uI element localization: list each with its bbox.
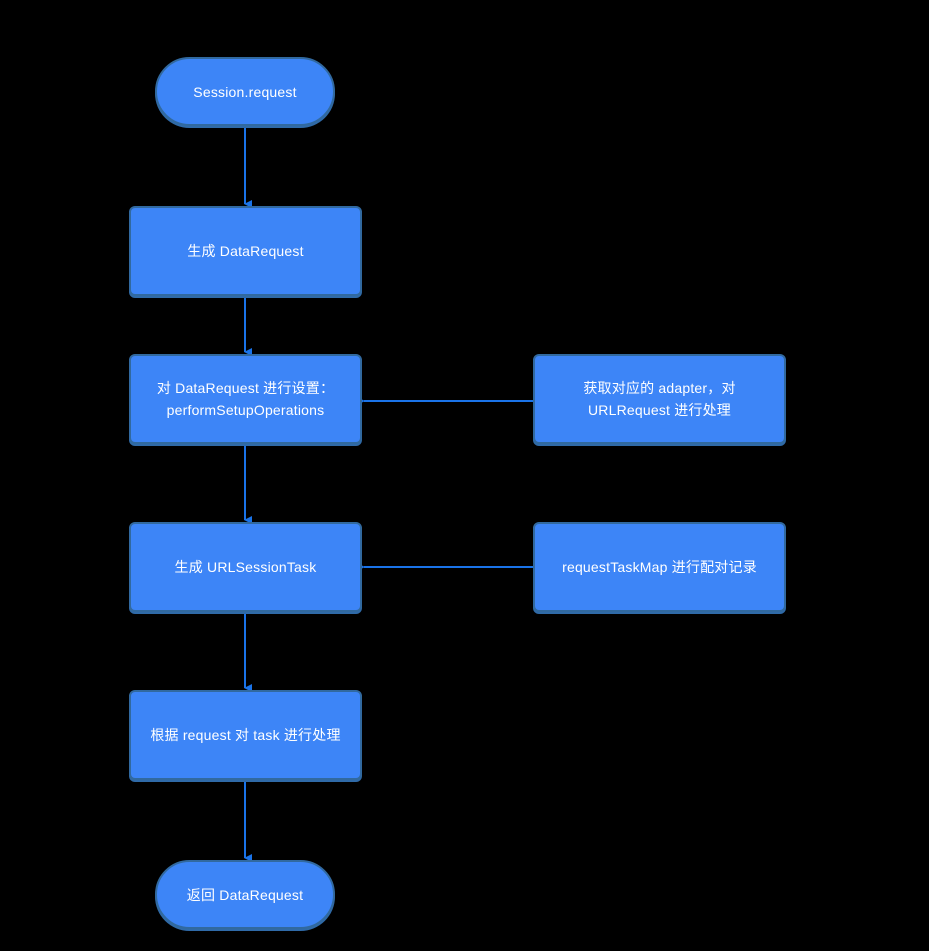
node-label: 生成 DataRequest bbox=[187, 243, 304, 259]
node-return-datarequest[interactable]: 返回 DataRequest bbox=[155, 860, 335, 929]
node-label: 根据 request 对 task 进行处理 bbox=[150, 727, 341, 743]
node-label: 获取对应的 adapter，对 URLRequest 进行处理 bbox=[583, 380, 736, 418]
node-request-task-map[interactable]: requestTaskMap 进行配对记录 bbox=[533, 522, 786, 612]
node-label: 对 DataRequest 进行设置： performSetupOperatio… bbox=[156, 380, 335, 418]
node-session-request[interactable]: Session.request bbox=[155, 57, 335, 126]
node-make-datarequest[interactable]: 生成 DataRequest bbox=[129, 206, 362, 296]
node-handle-task[interactable]: 根据 request 对 task 进行处理 bbox=[129, 690, 362, 780]
node-make-urlsessiontask[interactable]: 生成 URLSessionTask bbox=[129, 522, 362, 612]
node-label: 返回 DataRequest bbox=[186, 886, 304, 903]
node-label: Session.request bbox=[193, 83, 297, 100]
node-label: requestTaskMap 进行配对记录 bbox=[562, 559, 757, 575]
node-label: 生成 URLSessionTask bbox=[174, 559, 317, 575]
node-setup-datarequest[interactable]: 对 DataRequest 进行设置： performSetupOperatio… bbox=[129, 354, 362, 444]
node-get-adapter[interactable]: 获取对应的 adapter，对 URLRequest 进行处理 bbox=[533, 354, 786, 444]
